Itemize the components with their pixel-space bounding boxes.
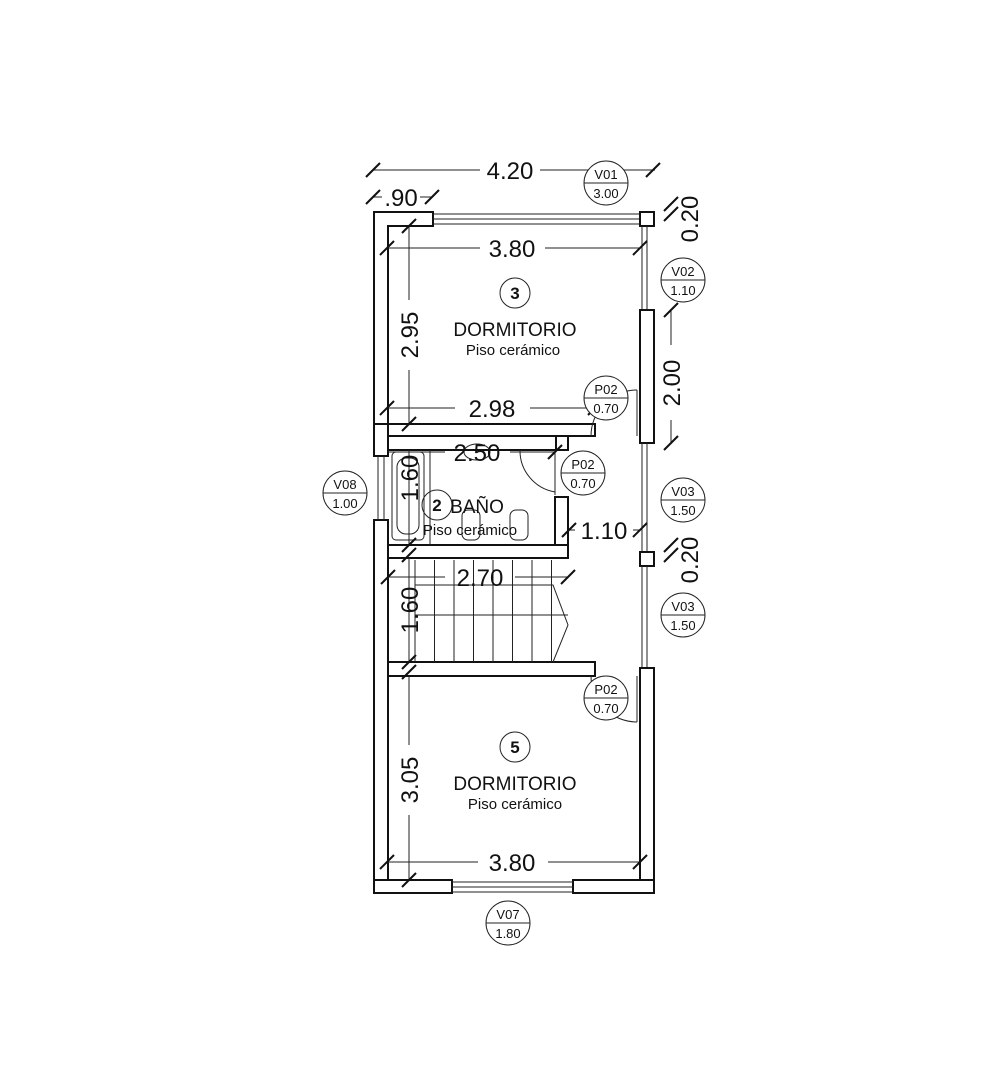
room-number: 2 (432, 496, 441, 515)
bath-right-wall (554, 496, 569, 546)
opening-size: 1.50 (670, 503, 695, 518)
bottom-wall-left (373, 879, 453, 894)
opening-size: 3.00 (593, 186, 618, 201)
dim-top-pier: 0.20 (677, 196, 704, 243)
dimension-labels: 4.20 .90 3.80 2.95 2.98 0.20 2.00 2.50 1… (384, 158, 704, 877)
window-v07 (452, 881, 573, 893)
dim-middle-pier: 0.20 (677, 537, 704, 584)
dimension-ticks (365, 162, 679, 888)
top-right-pier (639, 211, 655, 227)
room-name: DORMITORIO (453, 320, 576, 341)
window-v02 (641, 226, 648, 310)
right-wall-upper (639, 309, 655, 444)
opening-tag-v01: V01 3.00 (583, 160, 629, 206)
opening-code: V02 (671, 264, 694, 279)
bathtub-inner (396, 457, 420, 535)
dim-bath-depth: 1.60 (397, 455, 424, 502)
room-number-circle (499, 731, 531, 763)
dim-stair-depth: 1.60 (397, 587, 424, 634)
opening-tag-v03: V03 1.50 (660, 592, 706, 638)
opening-size: 1.50 (670, 618, 695, 633)
opening-code: V03 (671, 484, 694, 499)
dimension-lines (372, 169, 672, 880)
opening-size: 1.00 (332, 496, 357, 511)
dorm3-bath-wall (387, 423, 596, 437)
walls (373, 211, 655, 894)
room-name: DORMITORIO (453, 774, 576, 795)
room-name: BAÑO (450, 496, 504, 518)
bath-bottom-wall (387, 544, 569, 559)
room-floor: Piso cerámico (423, 522, 517, 539)
stair-arrow (415, 584, 569, 663)
dim-dorm3-depth: 2.95 (397, 312, 424, 359)
left-wall-mid (373, 423, 389, 457)
opening-tag-v02: V02 1.10 (660, 257, 706, 303)
dim-total-width: 4.20 (487, 158, 534, 185)
dim-left-offset: .90 (384, 185, 417, 212)
bath-inner-top (387, 435, 557, 451)
room-dorm3: 3 DORMITORIO Piso cerámico (453, 277, 577, 359)
bidet-icon (509, 509, 529, 541)
opening-tag-p02: P02 0.70 (583, 375, 629, 421)
opening-code: V07 (496, 907, 519, 922)
window-v01 (433, 213, 640, 225)
opening-tags: V013.00V021.10P020.70P020.70V081.00V031.… (322, 160, 706, 946)
opening-size: 0.70 (593, 701, 618, 716)
opening-size: 0.70 (593, 401, 618, 416)
window-v03-upper (641, 443, 648, 552)
opening-tag-p02: P02 0.70 (560, 450, 606, 496)
dim-hall-width: 1.10 (581, 518, 628, 545)
opening-code: V08 (333, 477, 356, 492)
room-number: 5 (510, 738, 519, 757)
room-floor: Piso cerámico (466, 342, 560, 359)
opening-size: 1.80 (495, 926, 520, 941)
window-v08 (377, 456, 385, 520)
window-v03-lower (641, 566, 648, 668)
right-middle-pier (639, 551, 655, 567)
dim-right-wall: 2.00 (659, 360, 686, 407)
room-bath: 2 BAÑO Piso cerámico (421, 489, 517, 539)
opening-tag-v08: V08 1.00 (322, 470, 368, 516)
opening-tag-v03: V03 1.50 (660, 477, 706, 523)
dim-stair-width: 2.70 (457, 565, 504, 592)
room-floor: Piso cerámico (468, 796, 562, 813)
opening-code: P02 (571, 457, 594, 472)
bottom-wall-right (572, 879, 655, 894)
room-dorm5: 5 DORMITORIO Piso cerámico (453, 731, 577, 813)
room-number: 3 (510, 284, 519, 303)
room-number-circle (421, 489, 453, 521)
room-number-circle (499, 277, 531, 309)
opening-code: P02 (594, 682, 617, 697)
opening-code: V03 (671, 599, 694, 614)
dim-dorm3-width: 3.80 (489, 236, 536, 263)
toilet-icon (461, 509, 481, 541)
opening-size: 0.70 (570, 476, 595, 491)
dim-dorm5-depth: 3.05 (397, 757, 424, 804)
opening-tag-v07: V07 1.80 (485, 900, 531, 946)
door-p02-bath (519, 449, 556, 495)
opening-code: V01 (594, 167, 617, 182)
left-wall-lower (373, 519, 389, 894)
opening-size: 1.10 (670, 283, 695, 298)
opening-tag-p02: P02 0.70 (583, 675, 629, 721)
dim-dorm5-width: 3.80 (489, 850, 536, 877)
stair-bottom-wall (387, 661, 596, 677)
dim-bath-width: 2.50 (454, 440, 501, 467)
dim-dorm3-inner: 2.98 (469, 396, 516, 423)
sink-icon (463, 443, 491, 461)
opening-code: P02 (594, 382, 617, 397)
bath-fixtures (391, 443, 529, 545)
